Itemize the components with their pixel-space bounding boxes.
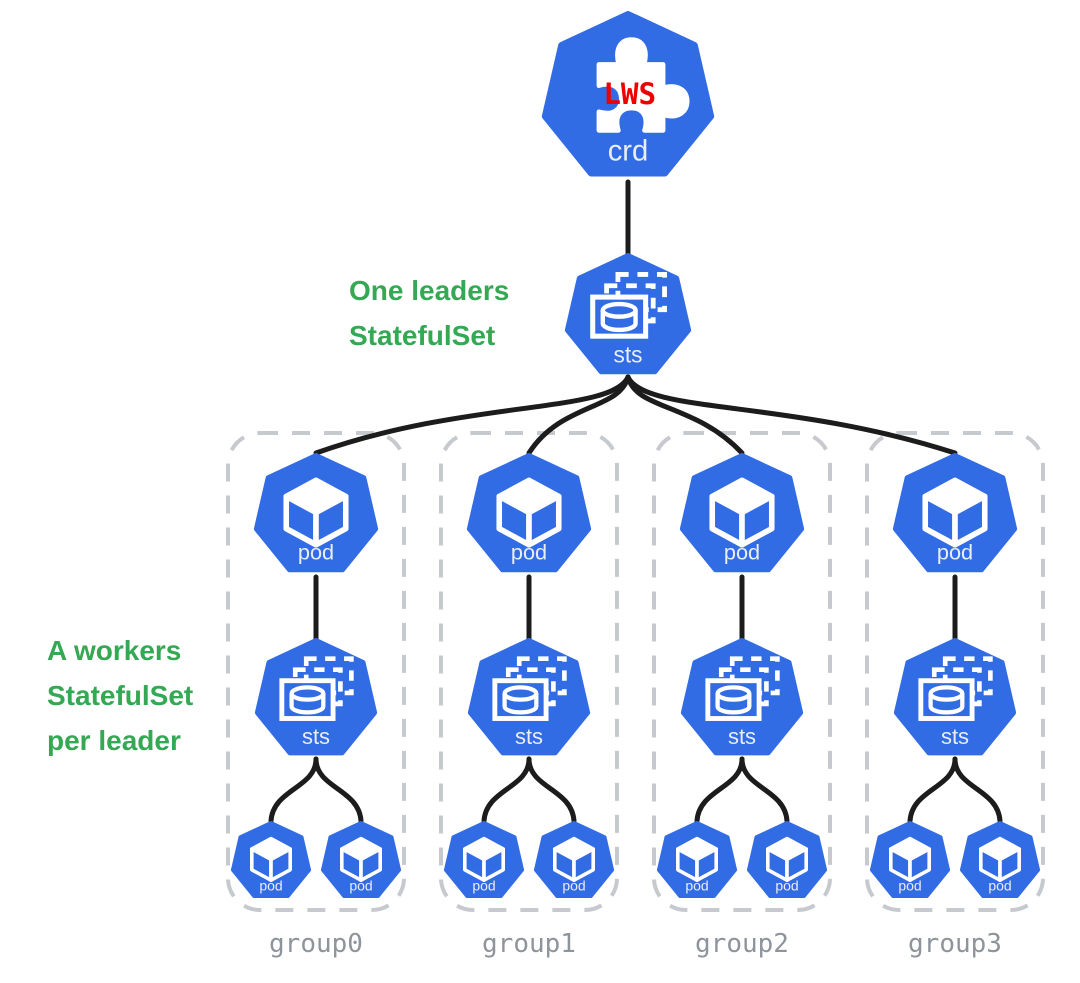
- cube-icon: [925, 480, 985, 544]
- leader-sts-label: sts: [614, 342, 643, 368]
- group2-worker-pod-2: pod: [746, 820, 828, 901]
- annotation-line: StatefulSet: [47, 680, 194, 711]
- annotation-line: A workers: [47, 635, 182, 666]
- cube-icon: [712, 480, 772, 544]
- edge-sts-to-group2-pod: [625, 374, 745, 456]
- cube-icon: [888, 836, 932, 883]
- group3-label: group3: [908, 929, 1002, 959]
- group0-label: group0: [269, 929, 363, 959]
- group1-worker-pod-1: pod: [443, 820, 525, 901]
- cube-icon: [250, 836, 293, 883]
- group3-workers-sts-node: sts: [894, 638, 1016, 760]
- cube-icon: [339, 836, 383, 883]
- group1-workers-sts-node: sts: [468, 638, 590, 760]
- group0-workers-sts-node: sts: [255, 638, 377, 760]
- group1-worker-pod-2: pod: [533, 820, 615, 901]
- pod-label: pod: [349, 878, 372, 894]
- cube-icon: [552, 836, 596, 883]
- pod-label: pod: [298, 540, 334, 565]
- crd-node: LWS crd: [542, 11, 714, 183]
- group3-worker-pod-1: pod: [869, 820, 951, 901]
- group2-label: group2: [695, 929, 789, 959]
- pod-label: pod: [898, 878, 921, 894]
- leader-sts-node: sts: [565, 253, 691, 379]
- annotation-line: per leader: [47, 725, 181, 756]
- group3-boundary: [865, 431, 1045, 912]
- lws-badge: LWS: [603, 77, 656, 111]
- leader-sts-annotation: One leaders StatefulSet: [349, 268, 509, 358]
- pod-label: pod: [937, 540, 973, 565]
- cube-icon: [499, 480, 559, 544]
- group2-leader-pod-node: pod: [680, 453, 804, 577]
- cube-icon: [462, 836, 506, 883]
- pod-label: pod: [259, 878, 282, 894]
- edge-group1-sts-to-worker2: [526, 756, 577, 824]
- group2-worker-pod-1: pod: [656, 820, 738, 901]
- group2-boundary: [652, 431, 832, 912]
- group3-leader-pod-node: pod: [893, 453, 1017, 577]
- group0-leader-pod-node: pod: [254, 453, 378, 577]
- group1-boundary: [439, 431, 619, 912]
- pod-label: pod: [472, 878, 495, 894]
- edge-group2-sts-to-worker1: [694, 756, 745, 824]
- group1-label: group1: [482, 929, 576, 959]
- pod-label: pod: [562, 878, 585, 894]
- workers-sts-annotation: A workers StatefulSet per leader: [47, 628, 193, 763]
- sts-label: sts: [515, 724, 543, 749]
- pod-label: pod: [775, 878, 798, 894]
- pod-label: pod: [685, 878, 708, 894]
- cube-icon: [978, 836, 1022, 883]
- group0-worker-pod-2: pod: [320, 820, 402, 901]
- cube-icon: [675, 836, 719, 883]
- edge-group2-sts-to-worker2: [739, 756, 790, 824]
- group1-leader-pod-node: pod: [467, 453, 591, 577]
- edge-sts-to-group3-pod: [625, 374, 958, 456]
- group2-workers-sts-node: sts: [681, 638, 803, 760]
- edge-group0-sts-to-worker2: [313, 756, 364, 824]
- cube-icon: [286, 480, 346, 544]
- pod-label: pod: [724, 540, 760, 565]
- crd-label: crd: [608, 136, 649, 168]
- edge-group0-sts-to-worker1: [268, 756, 319, 824]
- edge-group1-sts-to-worker1: [481, 756, 532, 824]
- edge-group3-sts-to-worker2: [952, 756, 1003, 824]
- group0-worker-pod-1: pod: [230, 820, 312, 901]
- pod-label: pod: [988, 878, 1011, 894]
- pod-label: pod: [511, 540, 547, 565]
- annotation-line: StatefulSet: [349, 320, 496, 351]
- sts-label: sts: [941, 724, 969, 749]
- edge-group3-sts-to-worker1: [907, 756, 958, 824]
- sts-label: sts: [302, 724, 330, 749]
- sts-label: sts: [728, 724, 756, 749]
- cube-icon: [765, 836, 809, 883]
- annotation-line: One leaders: [349, 275, 510, 306]
- group3-worker-pod-2: pod: [959, 820, 1041, 901]
- edge-sts-to-group1-pod: [526, 374, 631, 456]
- edge-sts-to-group0-pod: [313, 374, 631, 456]
- group0-boundary: [226, 431, 406, 912]
